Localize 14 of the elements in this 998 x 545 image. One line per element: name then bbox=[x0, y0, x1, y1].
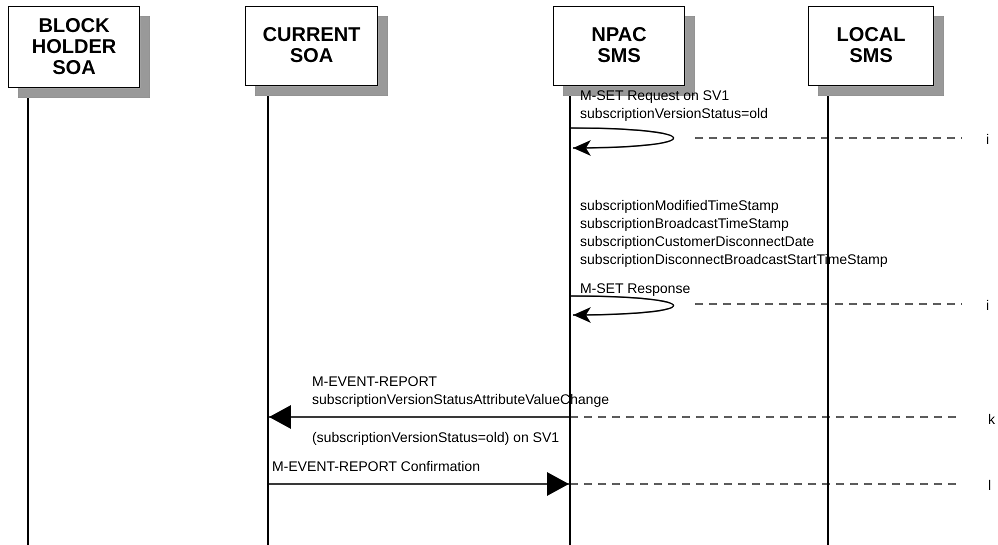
message-label: M-SET Response bbox=[580, 279, 690, 297]
message-arrow bbox=[570, 127, 674, 156]
attribute-text: subscriptionModifiedTimeStamp bbox=[580, 196, 779, 214]
message-arrow bbox=[268, 472, 569, 496]
step-letter: i bbox=[986, 130, 990, 148]
step-letter: k bbox=[988, 410, 995, 428]
message-label: M-EVENT-REPORT Confirmation bbox=[272, 457, 480, 475]
message-arrow bbox=[269, 405, 570, 429]
step-letter: i bbox=[986, 296, 990, 314]
message-label: (subscriptionVersionStatus=old) on SV1 bbox=[312, 428, 560, 446]
message-arrow bbox=[570, 295, 674, 323]
attribute-text: subscriptionBroadcastTimeStamp bbox=[580, 214, 789, 232]
step-letter: l bbox=[988, 476, 992, 494]
attribute-text: subscriptionCustomerDisconnectDate bbox=[580, 232, 814, 250]
